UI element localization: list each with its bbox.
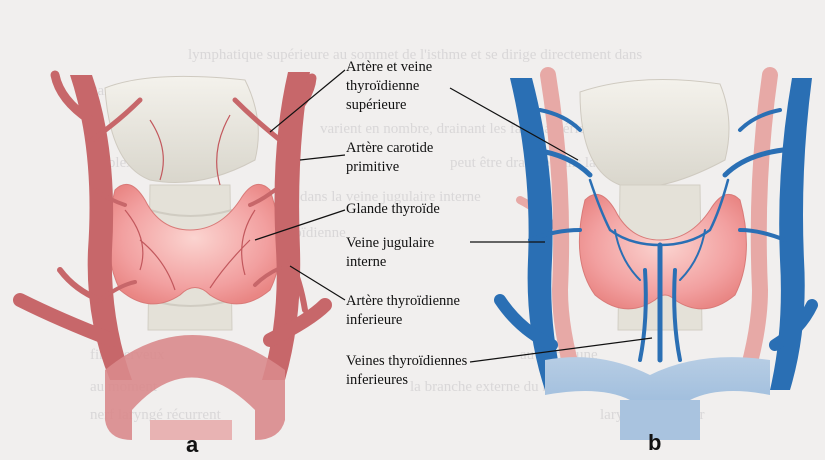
label-line: Artère carotide [346,139,433,158]
label-line: primitive [346,158,433,177]
label-internal-jugular-vein: Veine jugulaire interne [346,234,434,272]
panel-letter-a: a [186,432,198,458]
label-line: Veines thyroïdiennes [346,352,467,371]
label-line: Veine jugulaire [346,234,434,253]
larynx-cartilage-a [105,76,258,182]
label-line: inferieure [346,311,460,330]
label-inferior-thyroid-veins: Veines thyroïdiennes inferieures [346,352,467,390]
panel-a-illustration [20,72,325,440]
label-line: inferieures [346,371,467,390]
label-line: Glande thyroïde [346,200,440,219]
label-line: Artère et veine [346,58,432,77]
label-line: interne [346,253,434,272]
panel-b-illustration [500,75,812,440]
panel-letter-b: b [648,430,661,456]
label-superior-thyroid-artery-vein: Artère et veine thyroïdienne supérieure [346,58,432,115]
label-line: Artère thyroïdienne [346,292,460,311]
larynx-cartilage-b [580,80,729,188]
label-line: thyroïdienne [346,77,432,96]
label-inferior-thyroid-artery: Artère thyroïdienne inferieure [346,292,460,330]
label-thyroid-gland: Glande thyroïde [346,200,440,219]
label-common-carotid: Artère carotide primitive [346,139,433,177]
label-line: supérieure [346,96,432,115]
